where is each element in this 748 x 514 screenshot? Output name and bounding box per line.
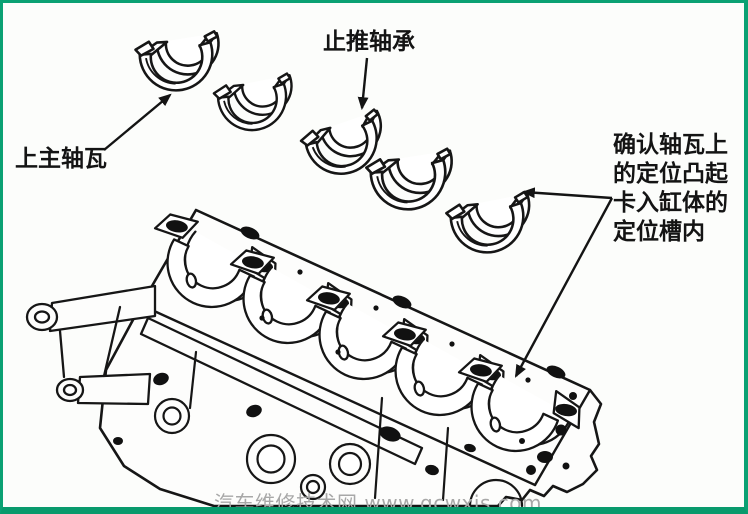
front-face-details bbox=[153, 350, 450, 502]
stiffener-beam bbox=[139, 316, 424, 466]
bearing-shell-1 bbox=[133, 28, 228, 98]
arrow-locating-lug-shell bbox=[521, 187, 613, 200]
locating-lug-note-label: 确认轴瓦上 的定位凸起 卡入缸体的 定位槽内 bbox=[613, 131, 728, 247]
note-line-1: 确认轴瓦上 bbox=[613, 132, 728, 158]
deck-bolt-holes bbox=[240, 226, 566, 383]
watermark-text: 汽车维修技术网 www.qcwxjs.com bbox=[214, 491, 542, 514]
thrust-bearing-label: 止推轴承 bbox=[323, 29, 415, 55]
engine-block-drawing bbox=[25, 205, 603, 507]
bearing-shell-5 bbox=[443, 189, 540, 262]
rear-face-edge bbox=[533, 388, 592, 487]
bearing-shell-2 bbox=[211, 70, 301, 139]
note-line-2: 的定位凸起 bbox=[613, 161, 728, 187]
arrow-locating-groove-block bbox=[514, 197, 614, 378]
arrow-upper-main-bearing bbox=[103, 93, 172, 151]
front-face-bolt-holes bbox=[113, 372, 476, 476]
note-line-3: 卡入缸体的 bbox=[613, 190, 728, 216]
deck-front-rail bbox=[139, 303, 537, 487]
mount-bracket bbox=[25, 284, 157, 406]
arrow-thrust-bearing bbox=[357, 57, 369, 111]
bearing-shell-4 bbox=[364, 145, 461, 218]
note-line-4: 定位槽内 bbox=[613, 219, 705, 245]
upper-main-bearing-label: 上主轴瓦 bbox=[15, 146, 107, 172]
rear-face-details bbox=[468, 392, 577, 507]
